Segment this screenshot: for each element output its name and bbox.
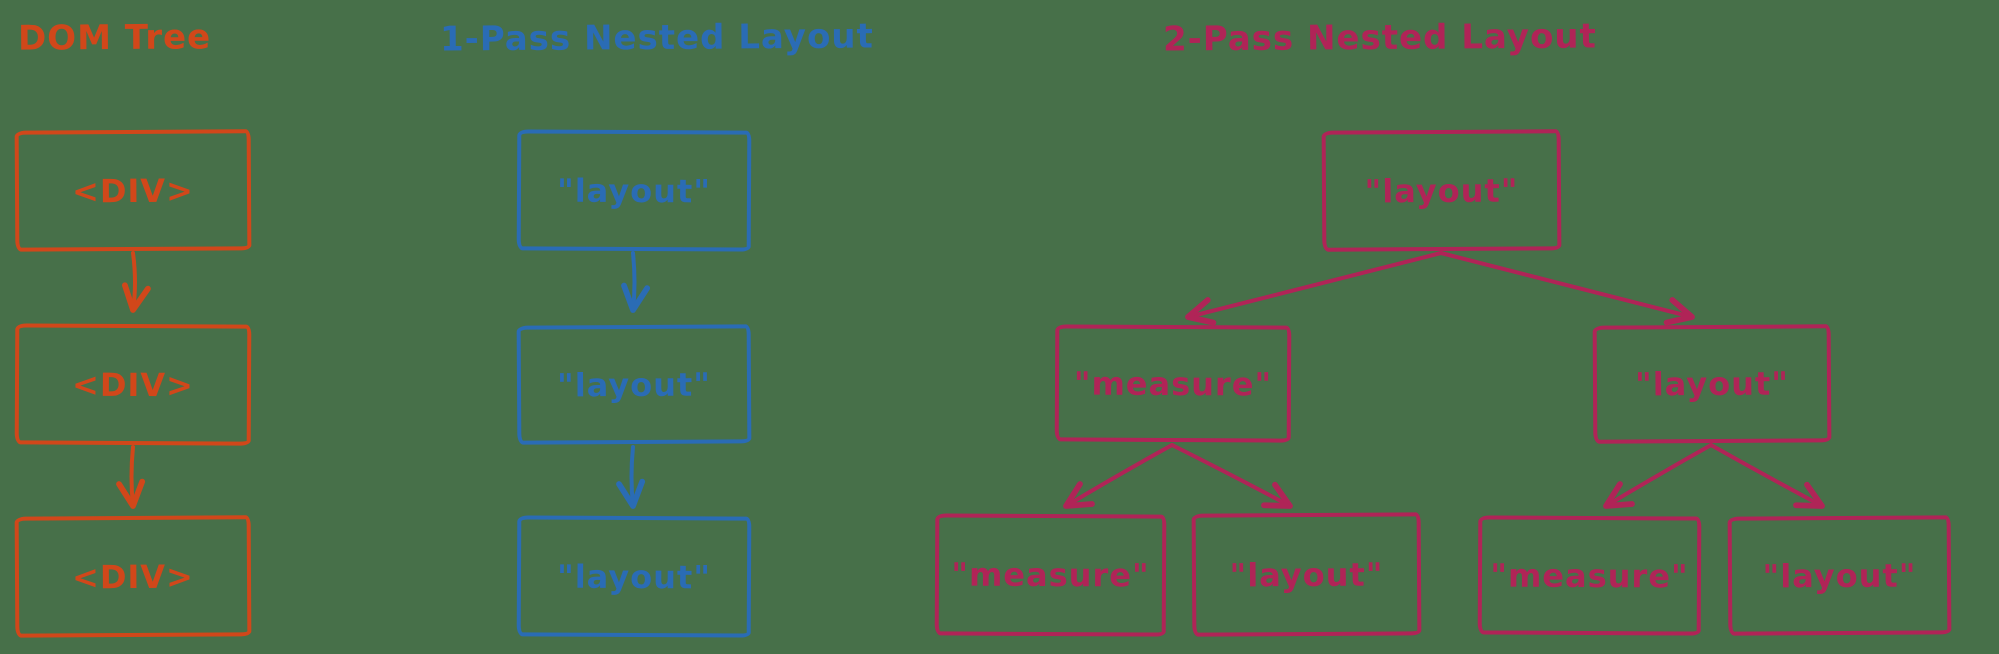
one-pass-node-2-label: "layout" [556,365,712,404]
arrow-one-1-2 [621,251,651,313]
two-pass-measure-l3-a: "measure" [934,513,1167,637]
arrow-measure-to-layout [1170,443,1293,509]
dom-node-2-label: <DIV> [71,365,195,404]
arrow-dom-2-3 [116,445,146,509]
two-pass-layout-l3-a: "layout" [1191,512,1422,637]
arrow-dom-1-2 [121,251,151,313]
arrow-layout-to-measure [1603,443,1713,509]
two-pass-layout-l3-b: "layout" [1727,515,1952,636]
one-pass-node-3-label: "layout" [556,557,712,596]
two-pass-layout-l2-label: "layout" [1634,364,1790,404]
one-pass-node-1-label: "layout" [556,171,712,210]
two-pass-measure-l3-b-label: "measure" [1490,555,1689,596]
two-pass-layout-l3-a-label: "layout" [1229,555,1384,594]
arrow-layout-to-layout [1709,443,1825,509]
one-pass-node-2: "layout" [516,324,752,445]
arrow-root-to-layout [1439,251,1695,326]
dom-node-1: <DIV> [14,129,252,252]
two-pass-root: "layout" [1321,129,1562,252]
arrow-one-2-3 [616,445,646,509]
dom-tree-title: DOM Tree [17,17,212,59]
two-pass-layout-l2: "layout" [1592,324,1832,444]
dom-node-1-label: <DIV> [71,171,195,210]
one-pass-node-1: "layout" [516,129,752,252]
dom-node-2: <DIV> [14,323,252,446]
two-pass-measure-l3-b: "measure" [1477,515,1702,636]
two-pass-measure-l2: "measure" [1054,324,1292,443]
two-pass-root-label: "layout" [1364,171,1519,210]
dom-node-3-label: <DIV> [71,557,195,596]
one-pass-title: 1-Pass Nested Layout [439,16,874,60]
two-pass-measure-l3-a-label: "measure" [951,555,1150,595]
one-pass-node-3: "layout" [516,515,752,638]
dom-node-3: <DIV> [14,515,252,638]
two-pass-layout-l3-b-label: "layout" [1762,556,1917,595]
two-pass-measure-l2-label: "measure" [1073,363,1273,404]
arrow-root-to-measure [1185,251,1443,326]
two-pass-title: 2-Pass Nested Layout [1162,16,1597,60]
arrow-measure-to-measure [1063,443,1174,509]
